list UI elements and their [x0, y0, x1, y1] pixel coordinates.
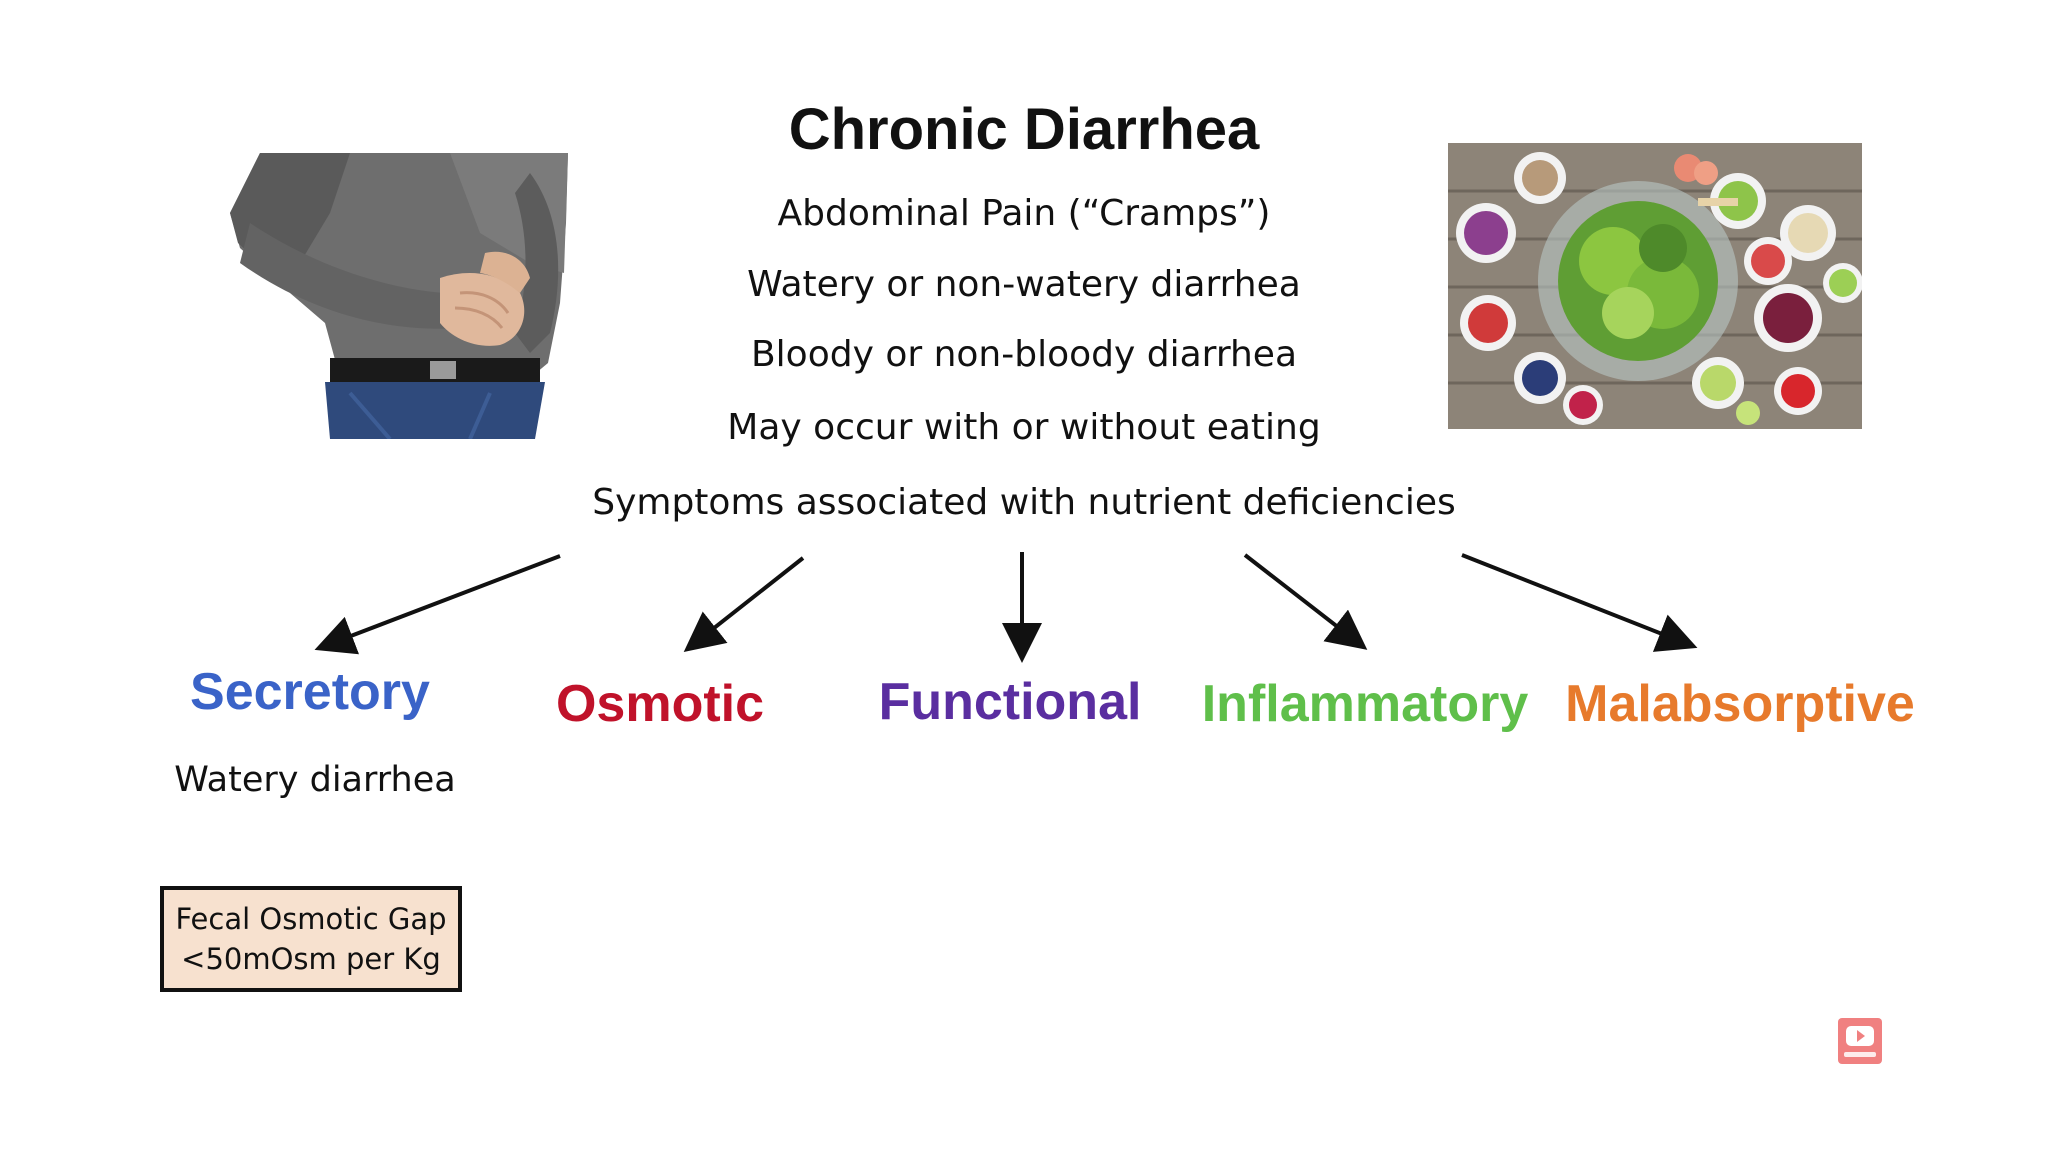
category-malabsorptive: Malabsorptive [1565, 675, 1915, 733]
symptom-nutrient-deficiencies: Symptoms associated with nutrient defici… [592, 482, 1456, 523]
category-inflammatory: Inflammatory [1201, 675, 1529, 733]
osmotic-gap-line1: Fecal Osmotic Gap [175, 902, 447, 936]
youtube-subscribe-icon[interactable] [1838, 1018, 1882, 1064]
secretory-detail: Watery diarrhea [174, 760, 456, 800]
abdominal-pain-photo [230, 153, 568, 439]
healthy-food-photo [1448, 143, 1862, 429]
category-functional: Functional [878, 673, 1142, 731]
category-osmotic: Osmotic [555, 675, 765, 733]
arrow-to-malabsorptive [1461, 553, 1698, 652]
arrow-to-secretory [314, 554, 561, 655]
symptom-bloody: Bloody or non-bloody diarrhea [750, 334, 1298, 375]
symptom-abdominal-pain: Abdominal Pain (“Cramps”) [777, 193, 1271, 234]
osmotic-gap-box: Fecal Osmotic Gap <50mOsm per Kg [160, 886, 462, 992]
arrow-to-osmotic [683, 556, 805, 652]
arrow-to-inflammatory [1243, 553, 1368, 650]
symptom-eating: May occur with or without eating [727, 407, 1321, 448]
category-secretory: Secretory [190, 663, 430, 721]
osmotic-gap-line2: <50mOsm per Kg [181, 942, 441, 976]
slide-title: Chronic Diarrhea [788, 97, 1260, 162]
symptom-watery: Watery or non-watery diarrhea [747, 264, 1301, 305]
